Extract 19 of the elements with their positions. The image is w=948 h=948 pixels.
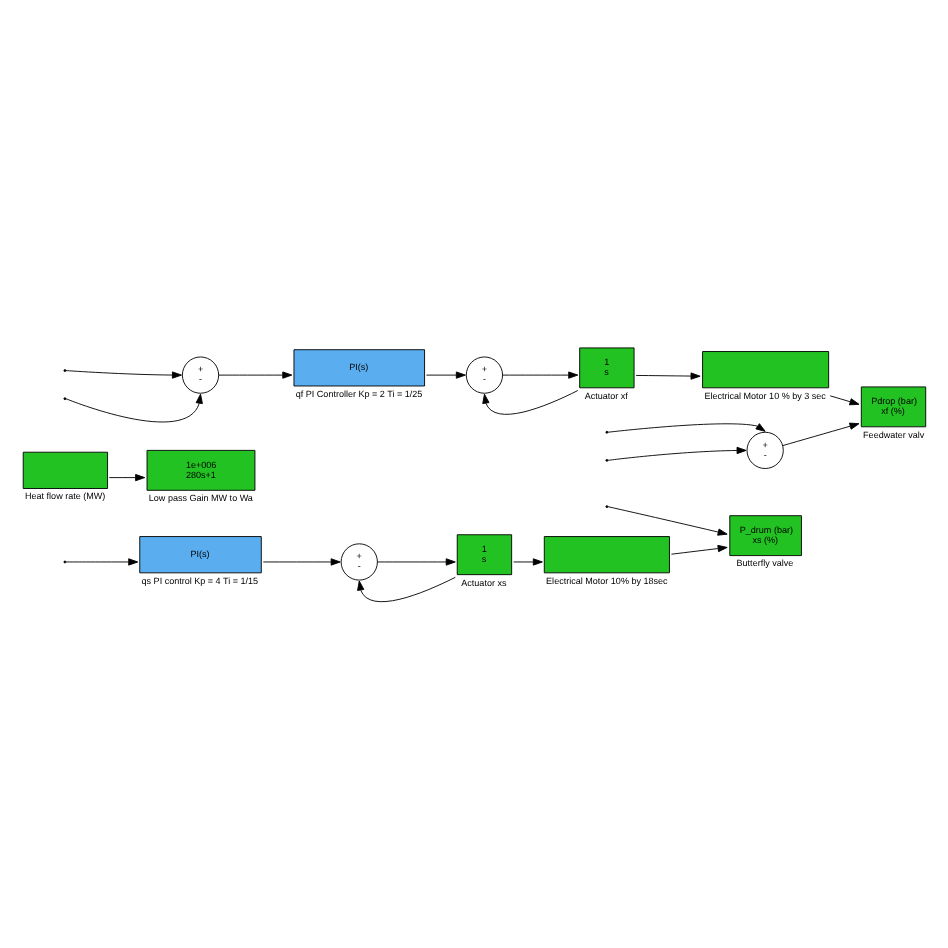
arrow	[607, 446, 747, 461]
arrow	[108, 473, 146, 482]
arrow	[218, 371, 293, 379]
arrow	[670, 544, 728, 555]
arrow	[782, 422, 860, 447]
arrow	[607, 506, 728, 536]
arrow	[357, 576, 456, 603]
arrow	[607, 423, 766, 433]
arrow	[502, 371, 579, 379]
arrow	[262, 558, 341, 566]
arrow	[635, 372, 701, 380]
arrow	[65, 370, 182, 379]
arrow	[829, 395, 860, 406]
arrow	[377, 558, 456, 566]
arrow	[425, 371, 466, 379]
arrow	[65, 393, 203, 423]
arrow	[65, 558, 139, 566]
arrow	[482, 390, 579, 415]
arrow	[513, 558, 543, 566]
